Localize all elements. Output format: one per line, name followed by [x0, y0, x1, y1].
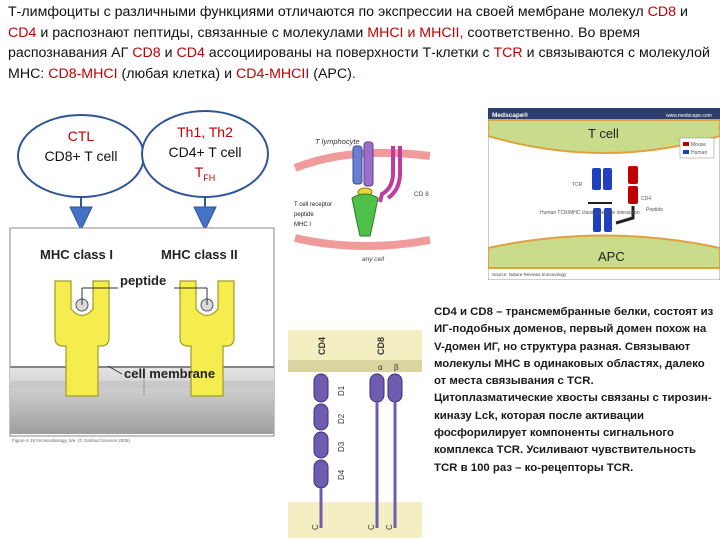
label-human-interaction: Human TCR/MHC class II peptide interacti…	[540, 210, 640, 216]
tcr-alpha-domain	[592, 168, 601, 190]
label-d1: D1	[337, 385, 346, 396]
legend-human: Human	[691, 150, 707, 156]
label-cell-membrane: cell membrane	[124, 366, 215, 381]
label-cd8-domain: CD8	[376, 337, 386, 355]
label-peptide-complex: peptide	[294, 212, 314, 218]
domain-panel: CD4 CD8 D1 D2 D3 D4 α β C C C	[288, 330, 422, 538]
mhc-caption: Figure 4-19 Immunobiology, 6/e. (© Garla…	[12, 437, 130, 443]
medscape-url: www.medscape.com	[666, 113, 712, 119]
cd4-d1	[314, 374, 328, 402]
label-c-cd4: C	[311, 524, 320, 530]
legend-mouse-swatch	[683, 142, 689, 146]
domain-top-band	[288, 360, 422, 372]
intro-tcr: TCR	[494, 45, 523, 61]
label-any-cell: any cell	[362, 256, 385, 263]
label-mhc-class-1: MHC class I	[40, 247, 113, 262]
label-alpha: α	[378, 363, 383, 372]
label-d4: D4	[337, 469, 346, 480]
label-apc: APC	[598, 249, 625, 264]
medscape-source: Source: Nature Reviews Immunology	[492, 272, 567, 277]
label-peptide: peptide	[120, 273, 166, 288]
intro-and: и	[676, 4, 688, 20]
label-beta: β	[394, 363, 399, 372]
membrane-band	[10, 381, 274, 389]
label-peptide-medscape: Peptide	[646, 207, 663, 213]
cd8-alpha-domain	[370, 374, 384, 402]
intro-text-7: (APC)	[309, 66, 352, 82]
label-cd8: CD 8	[414, 191, 429, 198]
mhc-panel: MHC class I MHC class II peptide cell me…	[8, 226, 278, 446]
cd4-domain-2	[628, 186, 638, 204]
medscape-brand: Medscape®	[492, 111, 528, 119]
domain-bottom-band	[288, 502, 422, 538]
connector-arrows	[0, 0, 300, 250]
label-cd4-medscape: CD4	[641, 196, 651, 202]
cd4-d4	[314, 460, 328, 488]
mhc-1-molecule	[352, 194, 378, 236]
cd4-d2	[314, 404, 328, 430]
legend-mouse: Mouse	[691, 142, 706, 148]
tcr-beta-domain	[603, 168, 612, 190]
label-d3: D3	[337, 441, 346, 452]
legend-human-swatch	[683, 150, 689, 154]
tcr-chain-alpha	[353, 146, 362, 184]
label-t-cell: T cell	[588, 126, 619, 141]
label-tcr: T cell receptor	[294, 202, 332, 208]
label-c-cd8-beta: C	[385, 524, 394, 530]
cd4-cd8-description: CD4 и CD8 – трансмембранные белки, состо…	[434, 304, 714, 477]
label-mhc-1: MHC I	[294, 222, 311, 228]
label-tcr-medscape: TCR	[572, 182, 583, 188]
medscape-panel: Medscape® www.medscape.com T cell APC Mo…	[488, 108, 720, 280]
label-mhc-class-2: MHC class II	[161, 247, 238, 262]
complex-panel: T lymphocyte CD 8 T cell receptor peptid…	[290, 128, 440, 273]
cd8-beta-domain	[388, 374, 402, 402]
any-cell-membrane	[295, 238, 430, 246]
label-t-lymphocyte: T lymphocyte	[315, 137, 360, 146]
cd4-domain-1	[628, 166, 638, 184]
label-cd4-domain: CD4	[317, 337, 327, 355]
cd4-d3	[314, 432, 328, 458]
intro-dot: .	[352, 66, 356, 82]
intro-cd8: CD8	[648, 4, 676, 20]
intro-mhc: MHCI и MHCII,	[367, 25, 463, 41]
label-c-cd8-alpha: C	[367, 524, 376, 530]
tcr-chain-beta	[364, 142, 373, 186]
domain-header-band	[288, 330, 422, 360]
label-d2: D2	[337, 413, 346, 424]
